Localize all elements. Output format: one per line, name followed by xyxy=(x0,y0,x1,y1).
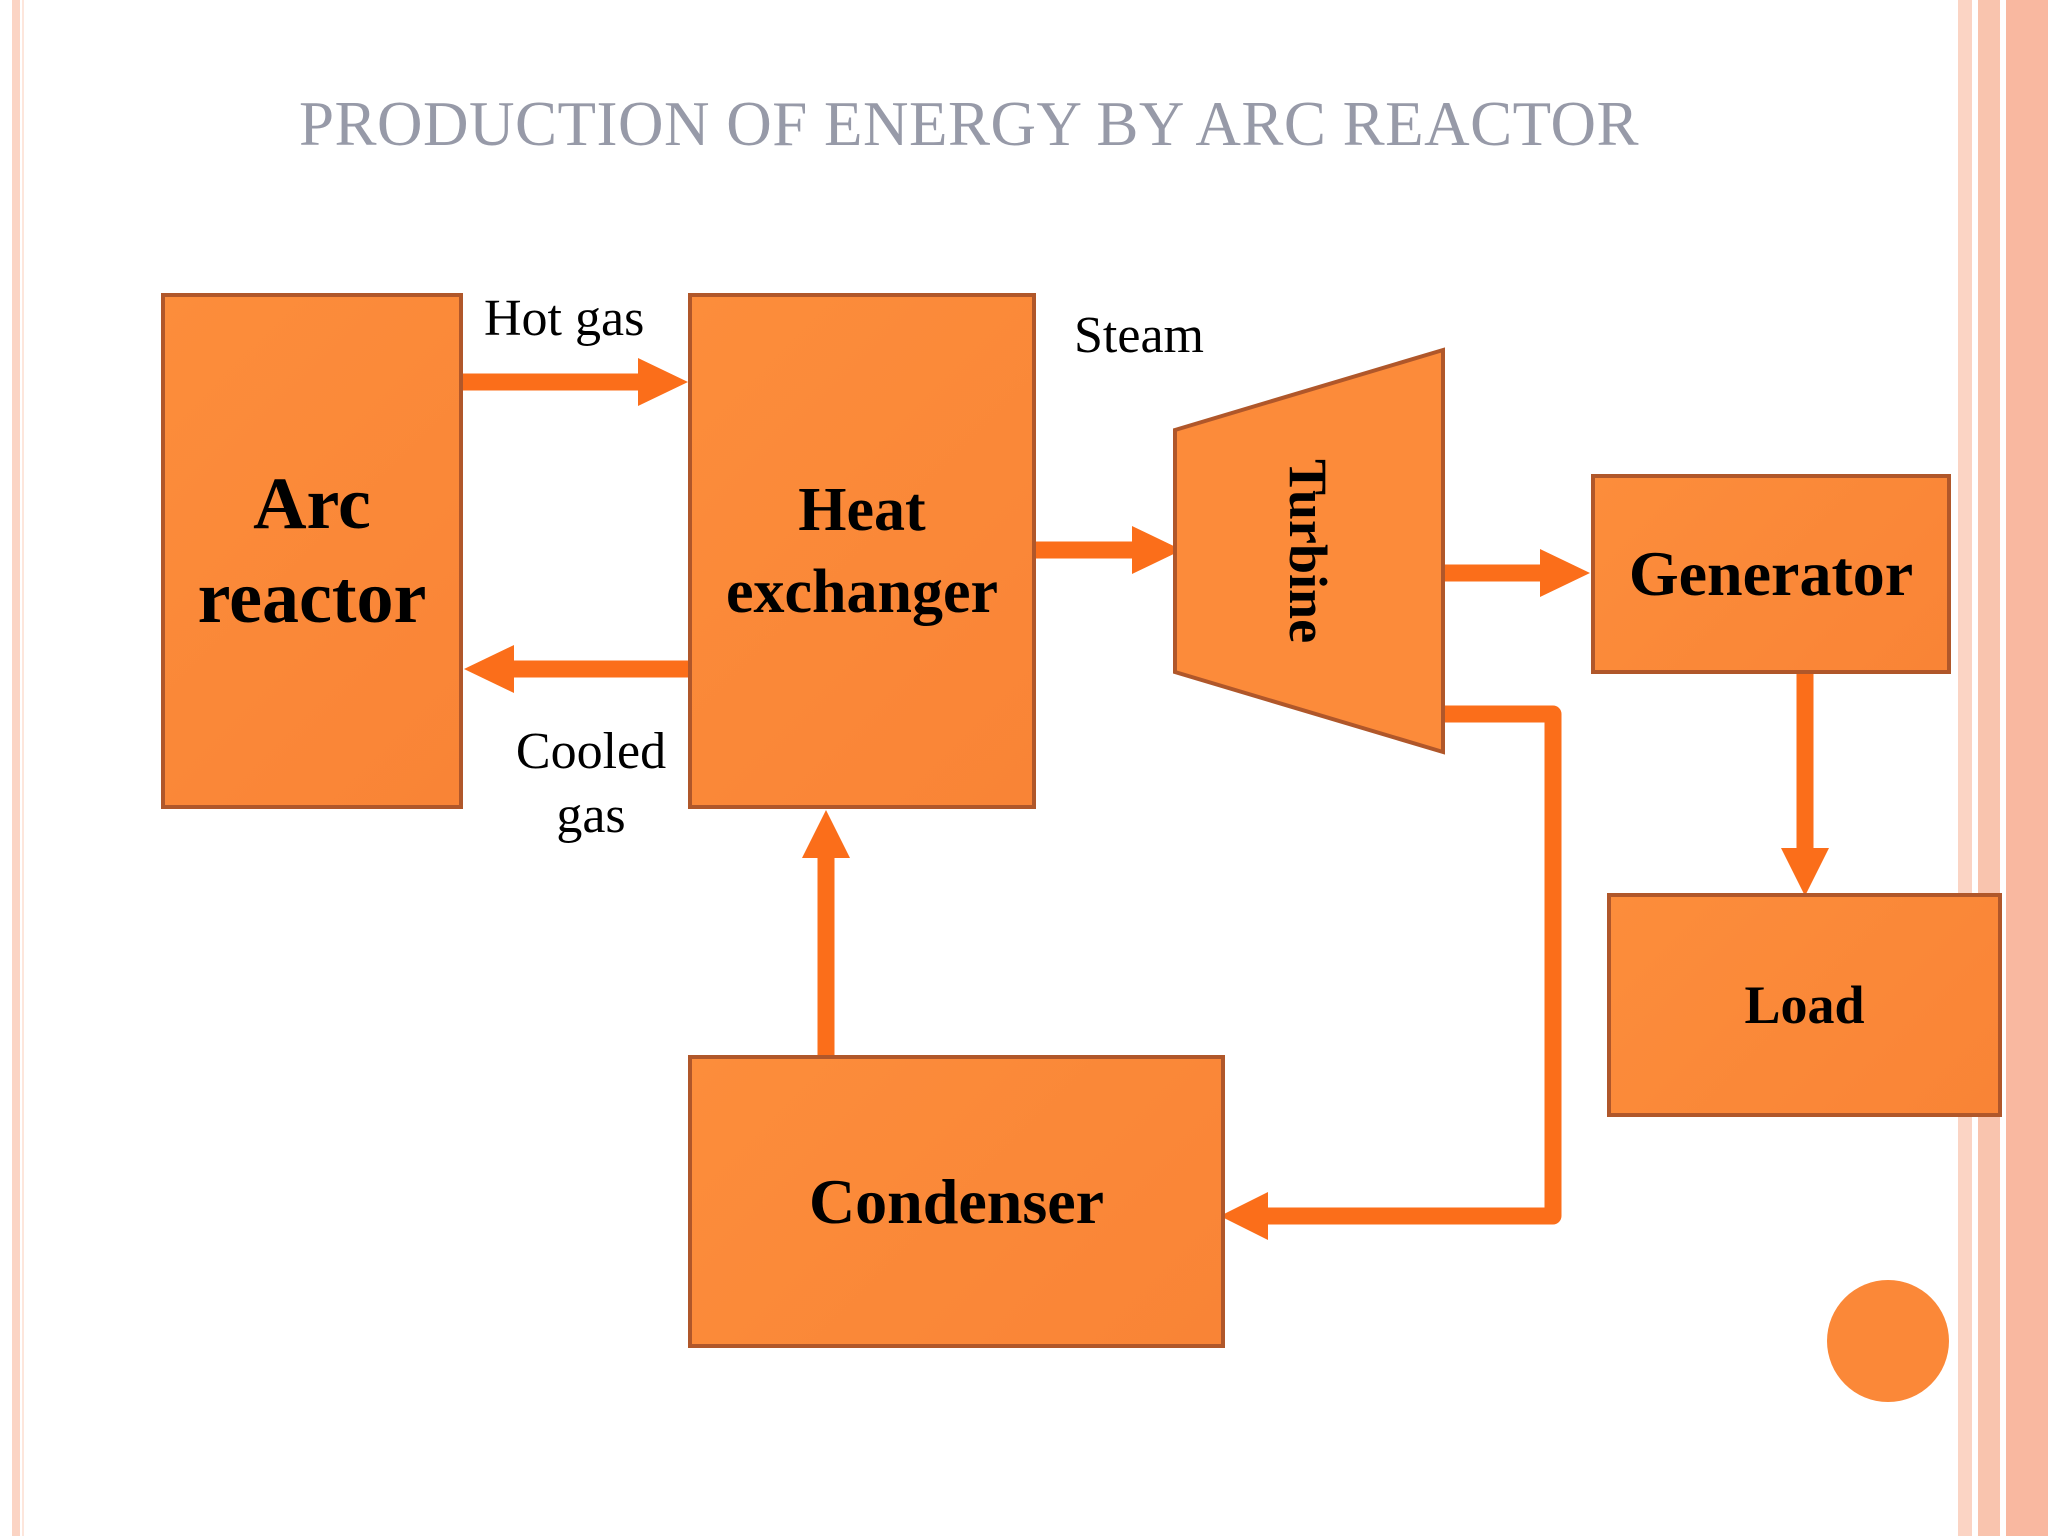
arrowhead-turbine-generator xyxy=(1540,549,1590,597)
edge-label-cooled-gas-line2: gas xyxy=(556,787,626,844)
condenser-box: Condenser xyxy=(688,1055,1225,1348)
turbine-shape xyxy=(1173,347,1445,755)
generator-box: Generator xyxy=(1591,474,1951,674)
arrowhead-cooled-gas xyxy=(464,645,514,693)
heat-exchanger-label-line1: Heat xyxy=(798,476,926,544)
condenser-label: Condenser xyxy=(808,1165,1105,1237)
left-border-line xyxy=(22,0,24,1536)
arrowhead-hot-gas xyxy=(638,358,688,406)
right-border-stripe-edge xyxy=(2006,0,2048,1536)
right-border-stripe-inner xyxy=(1978,0,2000,1536)
edge-label-cooled-gas: Cooled gas xyxy=(506,720,676,848)
arrowhead-steam xyxy=(1132,526,1182,574)
arrowhead-condenser-heat-exchanger xyxy=(802,810,850,858)
generator-label: Generator xyxy=(1628,538,1914,609)
slide-title: PRODUCTION OF ENERGY BY ARC REACTOR xyxy=(298,89,1640,159)
arrowhead-generator-load xyxy=(1781,848,1829,896)
arc-reactor-box: Arc reactor xyxy=(161,293,463,809)
heat-exchanger-box: Heat exchanger xyxy=(688,293,1036,809)
heat-exchanger-label-line2: exchanger xyxy=(725,558,999,626)
accent-circle xyxy=(1827,1280,1949,1402)
arc-reactor-label-line2: reactor xyxy=(197,557,427,639)
edge-label-steam: Steam xyxy=(1074,307,1204,364)
arrowhead-turbine-condenser xyxy=(1220,1192,1268,1240)
load-label: Load xyxy=(1744,975,1865,1035)
left-border-stripe xyxy=(12,0,20,1536)
edge-label-cooled-gas-line1: Cooled xyxy=(515,723,667,780)
load-box: Load xyxy=(1607,893,2002,1117)
right-border-stripe-outer xyxy=(1958,0,1972,1536)
turbine-label: Turbine xyxy=(1278,458,1338,644)
edge-label-hot-gas: Hot gas xyxy=(484,290,645,347)
arrow-turbine-condenser xyxy=(1264,705,1562,1225)
arc-reactor-label-line1: Arc xyxy=(253,463,371,545)
